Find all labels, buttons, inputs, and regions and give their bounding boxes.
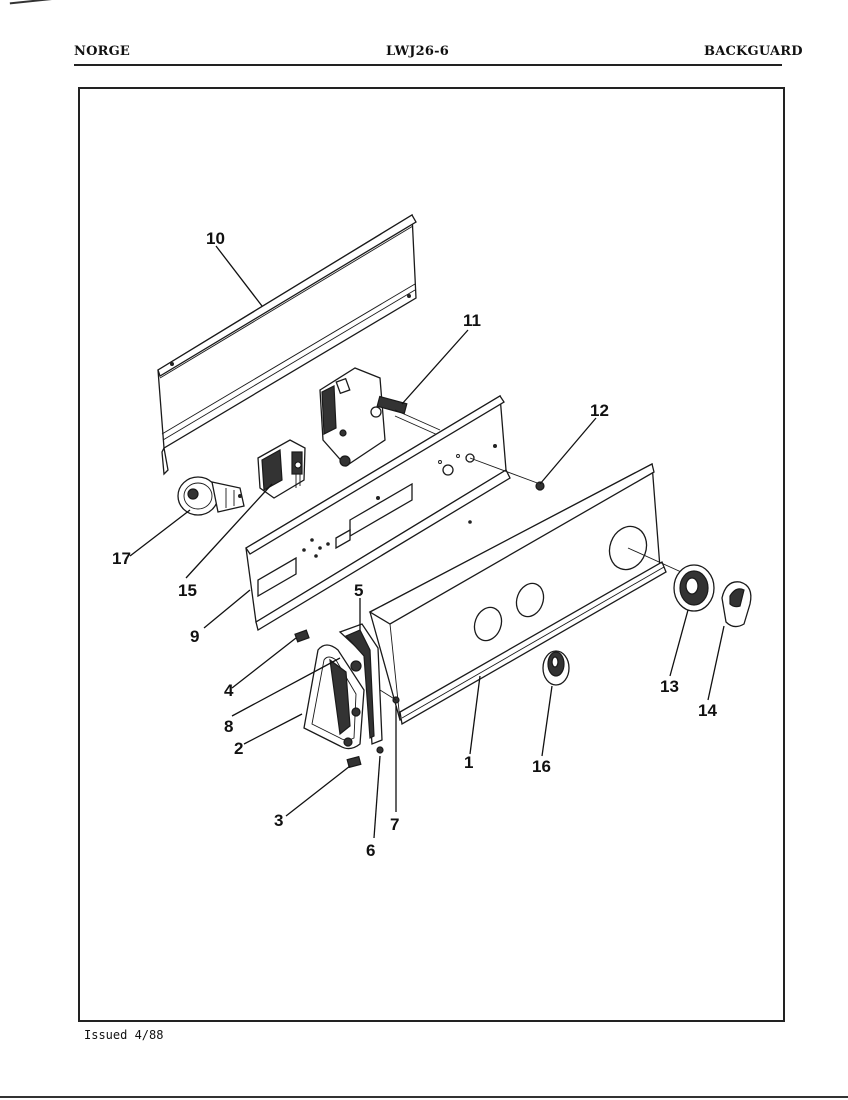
part-3-clip[interactable] [346, 755, 362, 769]
page-bottom-rule [0, 1096, 848, 1098]
callout-11: 11 [463, 311, 481, 330]
callout-17: 17 [112, 549, 131, 568]
part-9-control-panel[interactable] [245, 394, 541, 632]
callout-3: 3 [274, 811, 283, 830]
callout-4: 4 [224, 681, 234, 700]
callout-1: 1 [464, 753, 473, 772]
issued-date: Issued 4/88 [84, 1028, 164, 1042]
callout-7: 7 [390, 815, 399, 834]
part-4-clip[interactable] [294, 629, 310, 643]
diagram-frame [78, 87, 785, 1022]
header-rule [74, 64, 782, 66]
callout-6: 6 [366, 841, 375, 860]
section-title: BACKGUARD [704, 44, 803, 59]
callout-12: 12 [590, 401, 609, 420]
part-10-top-panel[interactable] [157, 213, 417, 476]
callout-15: 15 [178, 581, 197, 600]
part-7-screw[interactable] [379, 689, 400, 704]
callout-2: 2 [234, 739, 243, 758]
callout-10: 10 [206, 229, 225, 248]
callout-16: 16 [532, 757, 551, 776]
callout-9: 9 [190, 627, 199, 646]
callout-8: 8 [224, 717, 233, 736]
part-13-dial[interactable] [673, 564, 715, 612]
part-6-screw[interactable] [376, 746, 384, 754]
callout-labels: 10 11 12 17 15 9 5 4 8 2 3 6 7 1 16 13 1… [112, 229, 717, 860]
part-11-timer-bracket[interactable] [319, 367, 441, 467]
part-17-timer[interactable] [177, 476, 245, 516]
part-15-switch[interactable] [257, 439, 306, 499]
callout-14: 14 [698, 701, 717, 720]
part-12-screw[interactable] [535, 481, 545, 491]
part-16-knob[interactable] [542, 650, 570, 686]
part-2-housing[interactable] [303, 644, 365, 750]
part-14-knob[interactable] [721, 581, 752, 628]
part-1-front-console[interactable] [368, 462, 691, 726]
callout-5: 5 [354, 581, 363, 600]
model-number: LWJ26-6 [386, 44, 449, 59]
brand-label: NORGE [74, 44, 131, 59]
callout-13: 13 [660, 677, 679, 696]
leader-lines [129, 245, 725, 839]
